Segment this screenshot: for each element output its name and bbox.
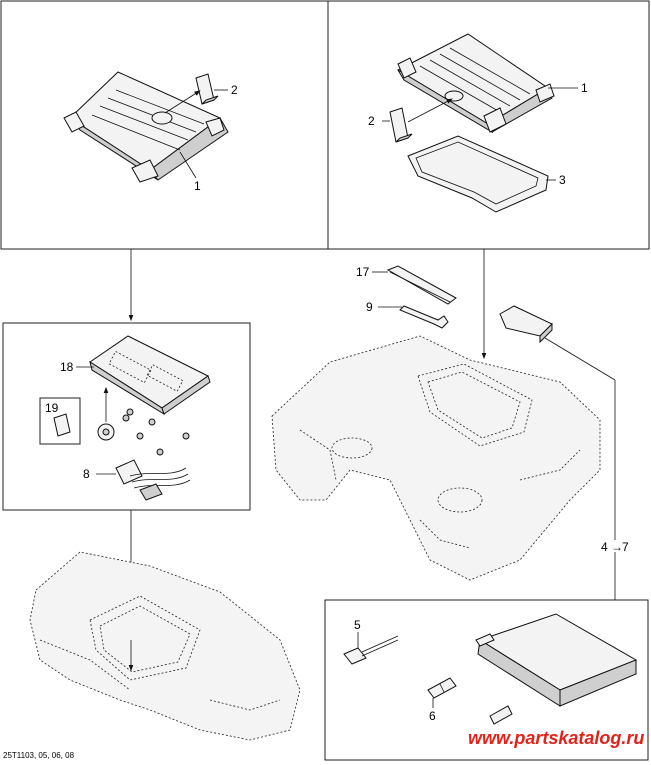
leader-lines-right (382, 87, 578, 181)
mounting-plate-18 (89, 335, 211, 416)
wiring-harness-8 (115, 459, 191, 501)
rack-assembly-right (396, 33, 555, 134)
rod-part-17 (386, 265, 457, 305)
callout-range-4-7: 4 → 7 (601, 540, 629, 554)
callout-6: 6 (429, 709, 436, 723)
rear-fender-body (271, 335, 601, 581)
callout-9: 9 (366, 300, 373, 314)
diagram-code: 25T1103, 05, 06, 08 (3, 751, 75, 760)
bracket-right (389, 107, 413, 143)
cylinder-pad (499, 305, 553, 344)
screwdriver-5 (343, 635, 399, 665)
wrench-part-9 (399, 305, 449, 329)
callout-1-left: 1 (194, 179, 201, 193)
front-fender-body (29, 551, 301, 741)
fuse-part-6a (427, 677, 457, 699)
bracket-left (195, 73, 219, 105)
leader-lines-left (164, 89, 228, 179)
callout-7: 7 (622, 540, 629, 554)
panel-middle-left-frame (2, 322, 251, 511)
fuse-part-6b (489, 705, 513, 725)
callout-17: 17 (356, 265, 370, 279)
clip-19-box (39, 397, 81, 445)
watermark-url: www.partskatalog.ru (468, 728, 644, 748)
callout-1-right: 1 (581, 81, 588, 95)
panel-top-right-frame (327, 0, 650, 250)
seal-gasket-right (407, 135, 549, 213)
rack-assembly-left (63, 71, 229, 183)
callout-4: 4 (601, 540, 608, 554)
callout-2-right: 2 (368, 114, 375, 128)
callout-5: 5 (354, 618, 361, 632)
callout-8: 8 (83, 467, 90, 481)
callout-18: 18 (60, 360, 74, 374)
callout-19: 19 (45, 401, 59, 415)
callout-2-left: 2 (231, 83, 238, 97)
panel-bottom-right-frame (324, 599, 649, 761)
callout-arrow-glyph: → (611, 540, 623, 554)
owners-manual-book (475, 613, 638, 707)
callout-3-right: 3 (559, 173, 566, 187)
fasteners-group (97, 386, 190, 456)
